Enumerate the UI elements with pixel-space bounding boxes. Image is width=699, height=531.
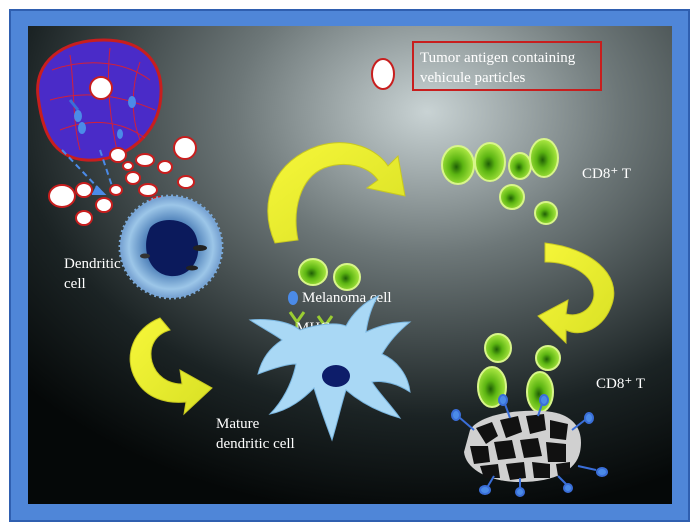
- cd8-t-cells-top: [441, 138, 559, 225]
- release-arrows: [61, 149, 113, 195]
- curved-arrow-left: [129, 317, 213, 416]
- curved-arrow-right: [537, 242, 615, 345]
- cd8-t-cells-middle: [288, 258, 361, 305]
- mature-label-line2: dendritic cell: [216, 436, 295, 452]
- mature-label-line1: Mature: [216, 416, 260, 432]
- mature-dendritic-cell: [248, 294, 412, 442]
- legend: Tumor antigen containing vehicule partic…: [371, 41, 602, 91]
- dendritic-label-line1: Dendritic: [64, 256, 121, 272]
- legend-particle-icon: [371, 58, 395, 90]
- melanoma-label: Melanoma cell: [302, 290, 392, 306]
- legend-text-line2: vehicule particles: [420, 70, 526, 86]
- tumor-cluster: [451, 394, 608, 497]
- dendritic-label-line2: cell: [64, 276, 86, 292]
- legend-text-line1: Tumor antigen containing: [420, 50, 576, 66]
- antigen-particles: [48, 136, 197, 226]
- legend-box: [412, 41, 602, 91]
- curved-arrow-top: [267, 142, 406, 244]
- cd8-label-bottom: CD8⁺ T: [596, 376, 645, 392]
- dendritic-cell: [118, 194, 224, 300]
- cd8-label-top: CD8⁺ T: [582, 166, 631, 182]
